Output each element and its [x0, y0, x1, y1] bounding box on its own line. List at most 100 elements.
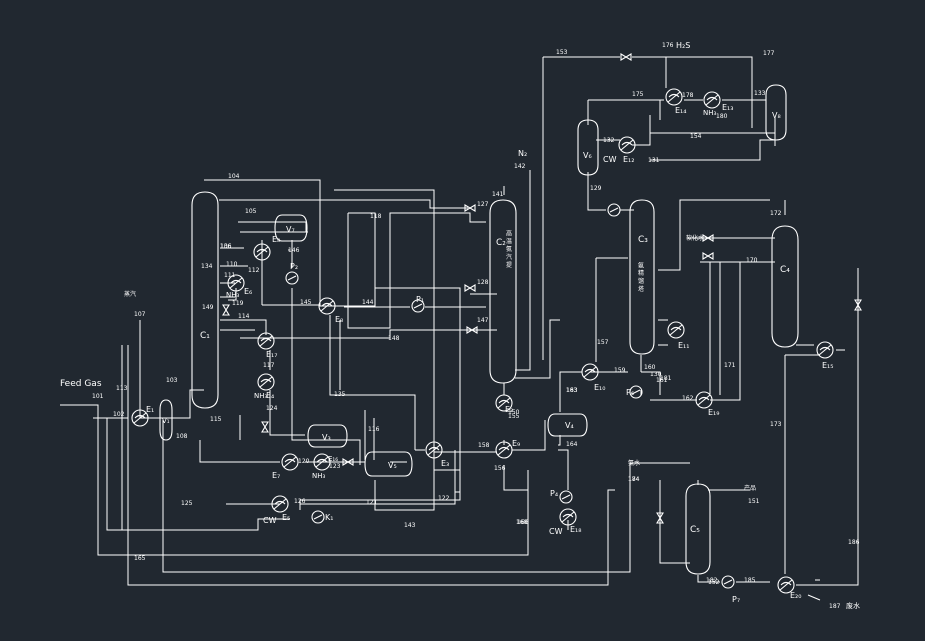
exchanger-e1 [131, 409, 149, 427]
label-p2: P₂ [290, 262, 298, 271]
c2-vertical-text: 高 温 氨 汽 提 [505, 229, 512, 269]
label-chem-water: 软化水 [686, 234, 704, 242]
exchanger-e19 [695, 391, 713, 409]
label-n2: N₂ [518, 149, 527, 158]
vessel-v7 [274, 214, 308, 242]
stream-label-141: 141 [492, 191, 504, 198]
exchanger-e14 [665, 88, 683, 106]
stream-label-130: 130 [650, 371, 662, 378]
stream-label-133: 133 [754, 90, 766, 97]
exchanger-e9 [495, 441, 513, 459]
column-c3 [629, 199, 655, 355]
exchanger-e8 [318, 297, 336, 315]
stream-label-124: 124 [266, 405, 278, 412]
pump-p1 [411, 299, 425, 313]
valve-v147 [466, 326, 478, 334]
label-e8b: E₈ [272, 235, 280, 244]
valve-v-ch1 [702, 234, 714, 242]
exchanger-e7 [281, 453, 299, 471]
exchanger-e12 [618, 136, 636, 154]
label-e15: E₁₅ [822, 361, 833, 370]
label-e8: E₈ [335, 315, 343, 324]
stream-label-151: 151 [748, 498, 760, 505]
pump-k1 [311, 510, 325, 524]
exchanger-e5 [271, 495, 289, 513]
stream-label-172: 172 [770, 210, 782, 217]
exchanger-e15 [816, 341, 834, 359]
label-p7: P₇ [732, 595, 740, 604]
stream-label-152: 152 [708, 579, 720, 586]
valve-v-ch2 [702, 252, 714, 260]
label-cw-e18: CW [549, 527, 563, 536]
valve-v-117 [222, 304, 230, 316]
valve-v127 [464, 204, 476, 212]
stream-label-125: 125 [181, 500, 193, 507]
label-e19: E₁₉ [708, 408, 719, 417]
label-c1: C₁ [200, 331, 210, 341]
label-p4: P₄ [550, 489, 558, 498]
label-e10: E₁₀ [594, 383, 605, 392]
stream-label-147: 147 [477, 317, 489, 324]
stream-label-115: 115 [210, 416, 222, 423]
label-h2s: H₂S [676, 41, 690, 50]
exchanger-e17 [257, 332, 275, 350]
stream-label-184: 184 [628, 476, 640, 483]
label-v5: V₅ [388, 461, 397, 470]
stream-label-163: 163 [566, 387, 578, 394]
stream-label-119: 119 [232, 300, 244, 307]
stream-label-181: 181 [660, 375, 672, 382]
stream-label-129: 129 [590, 185, 602, 192]
label-e12: E₁₂ [623, 155, 634, 164]
stream-label-164: 164 [566, 441, 578, 448]
stream-label-150: 150 [508, 409, 520, 416]
label-nh3-e4: NH₃ [254, 392, 268, 400]
stream-label-185: 185 [744, 577, 756, 584]
stream-label-121: 121 [366, 499, 378, 506]
stream-label-112: 112 [248, 267, 260, 274]
stream-label-171: 171 [724, 362, 736, 369]
stream-label-136: 136 [220, 243, 232, 250]
label-p1: P₁ [416, 295, 424, 304]
exchanger-e11 [667, 321, 685, 339]
valves [222, 53, 862, 524]
stream-label-126: 126 [294, 498, 306, 505]
stream-label-113: 113 [116, 385, 128, 392]
stream-label-114: 114 [238, 313, 250, 320]
label-e20: E₂₀ [790, 591, 801, 600]
label-e18: E₁₈ [570, 525, 581, 534]
label-e13: E₁₃ [722, 103, 733, 112]
label-e1: E₁ [146, 405, 154, 414]
stream-label-160: 160 [644, 364, 656, 371]
heat-exchangers [131, 88, 834, 594]
label-e6: E₆ [244, 287, 252, 296]
stream-label-106: 106 [220, 243, 232, 250]
label-v7: V₇ [286, 225, 295, 234]
pump-p7 [721, 575, 735, 589]
stream-label-132: 132 [603, 137, 615, 144]
label-waste-water: 废水 [846, 601, 860, 610]
stream-label-186: 186 [848, 539, 860, 546]
label-e16: E₁₆ [328, 455, 338, 463]
label-e4: E₄ [266, 391, 274, 400]
stream-label-101: 101 [92, 393, 104, 400]
label-v8: V₈ [772, 111, 781, 120]
exchanger-e18 [559, 508, 577, 526]
stream-label-148: 148 [388, 335, 400, 342]
label-v1: V₁ [162, 417, 170, 425]
label-e3: E₃ [441, 459, 449, 468]
stream-label-159: 159 [614, 367, 626, 374]
exchanger-e6 [227, 274, 245, 292]
stream-label-156: 156 [494, 465, 506, 472]
label-steam: 蒸汽 [124, 290, 136, 298]
vessel-v4 [547, 413, 588, 437]
stream-label-128: 128 [477, 279, 489, 286]
pump-p4 [559, 490, 573, 504]
column-c1 [191, 191, 219, 409]
label-v6: V₆ [583, 151, 592, 160]
stream-label-161: 161 [656, 377, 668, 384]
stream-label-173: 173 [770, 421, 782, 428]
exchanger-e2 [495, 394, 513, 412]
stream-label-155: 155 [508, 413, 520, 420]
label-v4: V₄ [565, 421, 574, 430]
exchanger-e3 [425, 441, 443, 459]
